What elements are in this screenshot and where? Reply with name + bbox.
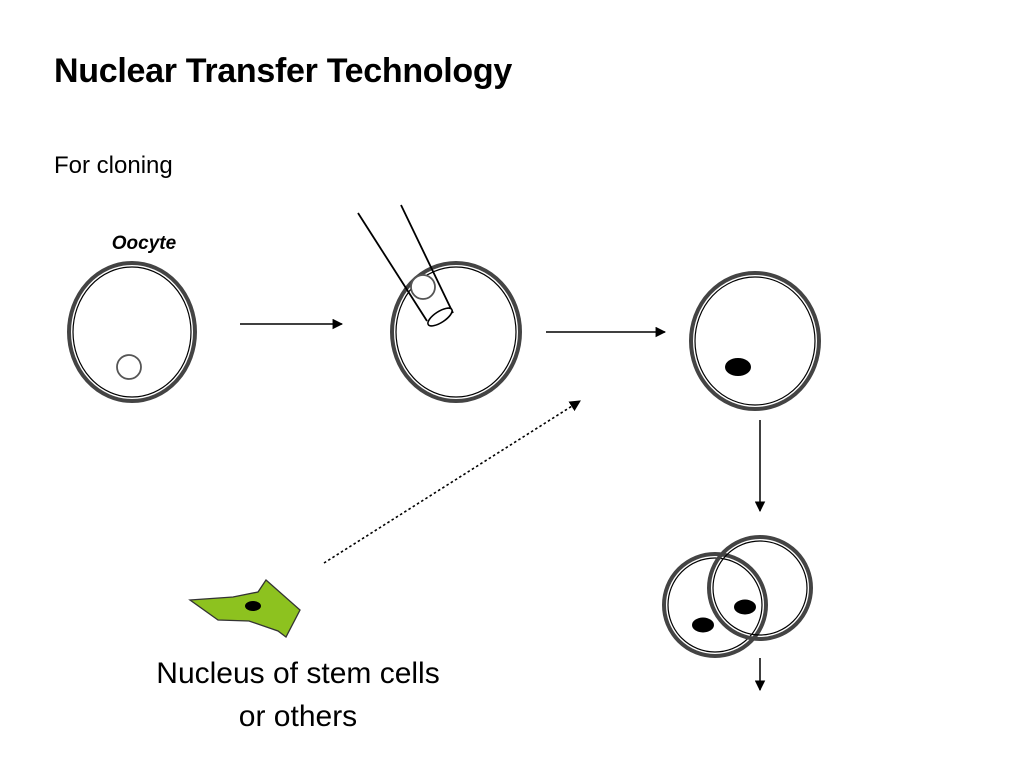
slide-title: Nuclear Transfer Technology [54,52,512,90]
enucleation-cell [390,261,522,403]
removed-nucleus [410,274,436,300]
oocyte-cell [67,261,197,403]
caption-line-1: Nucleus of stem cells [156,657,440,690]
embryo-nucleus [692,617,714,633]
micropipette [357,204,454,327]
donor-caption: Nucleus of stem cells or others [118,652,478,738]
stem-cell-nucleus [245,601,261,611]
two-cell-embryo [662,535,813,658]
oocyte-nucleus [116,354,142,380]
oocyte-label: Oocyte [112,233,177,254]
embryo-nucleus [734,599,756,615]
donor-nucleus [725,358,751,376]
arrow-nucleus-transfer [323,400,581,564]
caption-line-2: or others [238,700,358,733]
reconstructed-cell [689,271,821,411]
slide-subtitle: For cloning [54,152,173,179]
donor-stem-cell [188,579,301,638]
